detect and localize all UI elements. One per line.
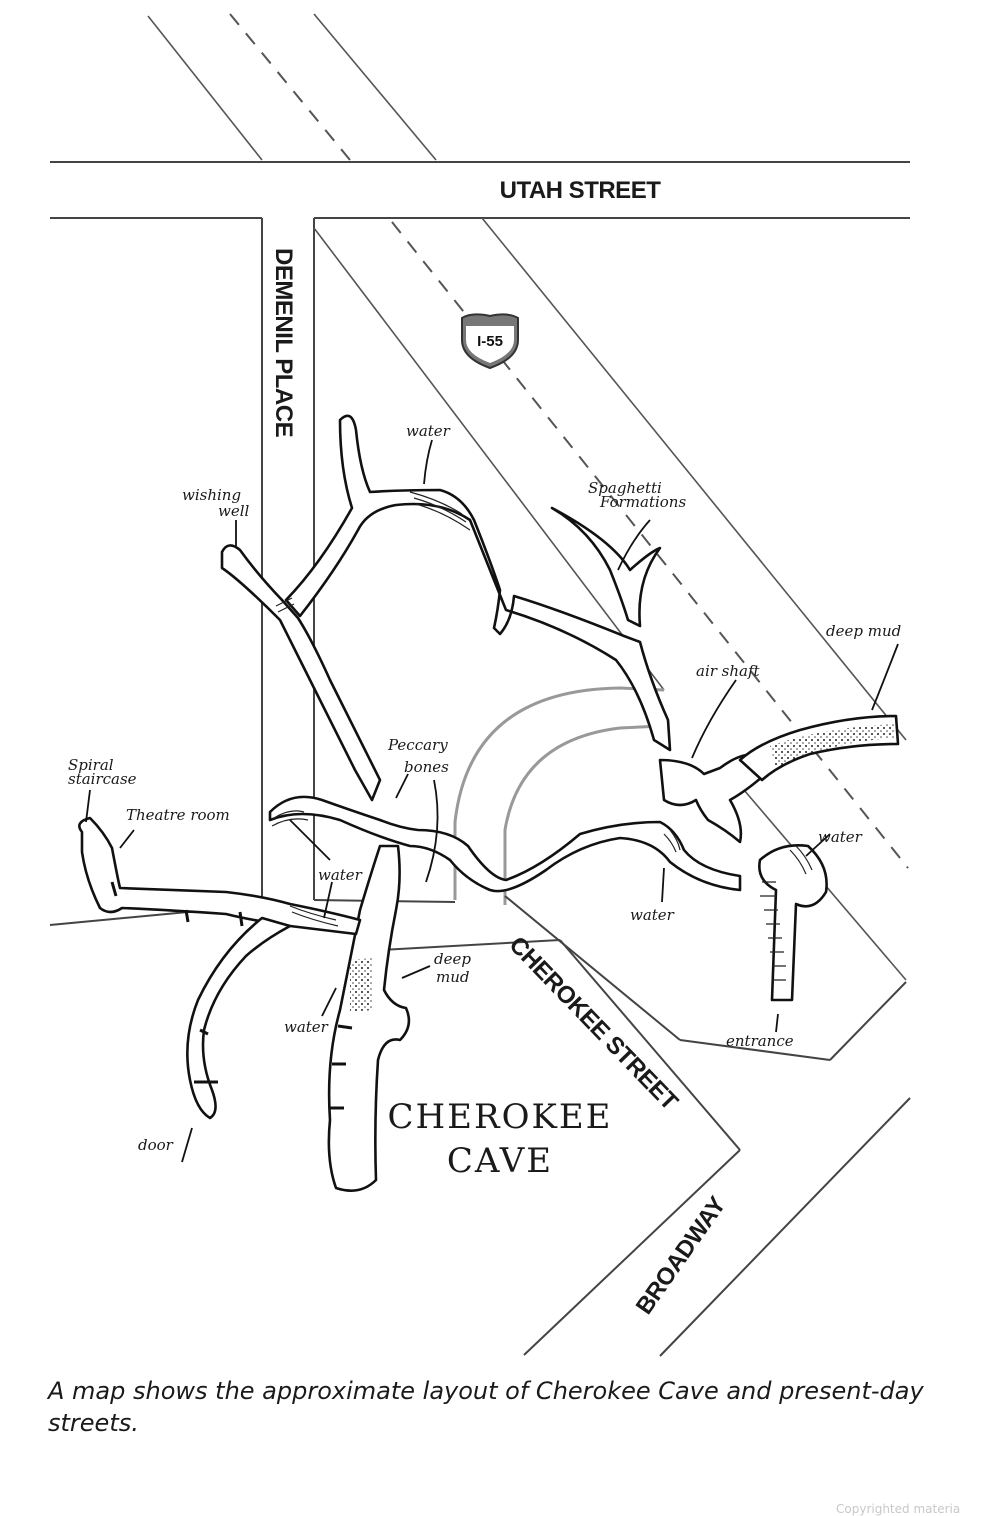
label-deep-mud-center-line2: mud xyxy=(436,968,470,986)
label-water-right: water xyxy=(818,828,863,846)
label-arrows xyxy=(85,439,899,1163)
label-water-lower: water xyxy=(284,1018,329,1036)
label-peccary-line1: Peccary xyxy=(387,736,448,754)
interstate-shield-icon: I-55 xyxy=(461,313,519,370)
label-deep-mud-center-line1: deep xyxy=(434,950,471,968)
broadway-east-edge xyxy=(659,1097,911,1357)
cave-passages xyxy=(78,414,900,1192)
label-spaghetti-line2: Formations xyxy=(599,493,686,511)
label-peccary-line2: bones xyxy=(404,758,449,776)
label-deep-mud-right: deep mud xyxy=(826,622,901,640)
label-air-shaft: air shaft xyxy=(696,662,761,680)
label-wishing-well-line1: wishing xyxy=(182,486,241,504)
label-wishing-well-line2: well xyxy=(218,502,250,520)
label-spaghetti-line1: Spaghetti xyxy=(588,479,662,497)
label-water-center: water xyxy=(630,906,675,924)
map-caption: A map shows the approximate layout of Ch… xyxy=(48,1377,924,1437)
broadway-label: BROADWAY xyxy=(631,1192,732,1320)
label-water-top: water xyxy=(406,422,451,440)
cherokee-street-label: CHEROKEE STREET xyxy=(504,931,684,1116)
cave-title-line1: CHEROKEE xyxy=(388,1097,613,1137)
door-marks xyxy=(110,881,353,1110)
label-theatre-room: Theatre room xyxy=(126,806,230,824)
copyright-footer: Copyrighted materia xyxy=(836,1502,961,1516)
cherokee-street-south-edge xyxy=(379,939,561,951)
utah-street-label: UTAH STREET xyxy=(500,177,662,204)
label-water-mid: water xyxy=(318,866,363,884)
demenil-place-label: DEMENIL PLACE xyxy=(270,248,297,438)
cave-textures xyxy=(271,491,894,1012)
label-spiral-line1: Spiral xyxy=(68,756,114,774)
cave-title-line2: CAVE xyxy=(447,1141,553,1181)
label-entrance: entrance xyxy=(726,1032,794,1050)
label-door: door xyxy=(138,1136,174,1154)
broadway-west-edge xyxy=(523,1149,741,1356)
interstate-shield-text: I-55 xyxy=(477,333,503,350)
label-spiral-line2: staircase xyxy=(68,770,137,788)
